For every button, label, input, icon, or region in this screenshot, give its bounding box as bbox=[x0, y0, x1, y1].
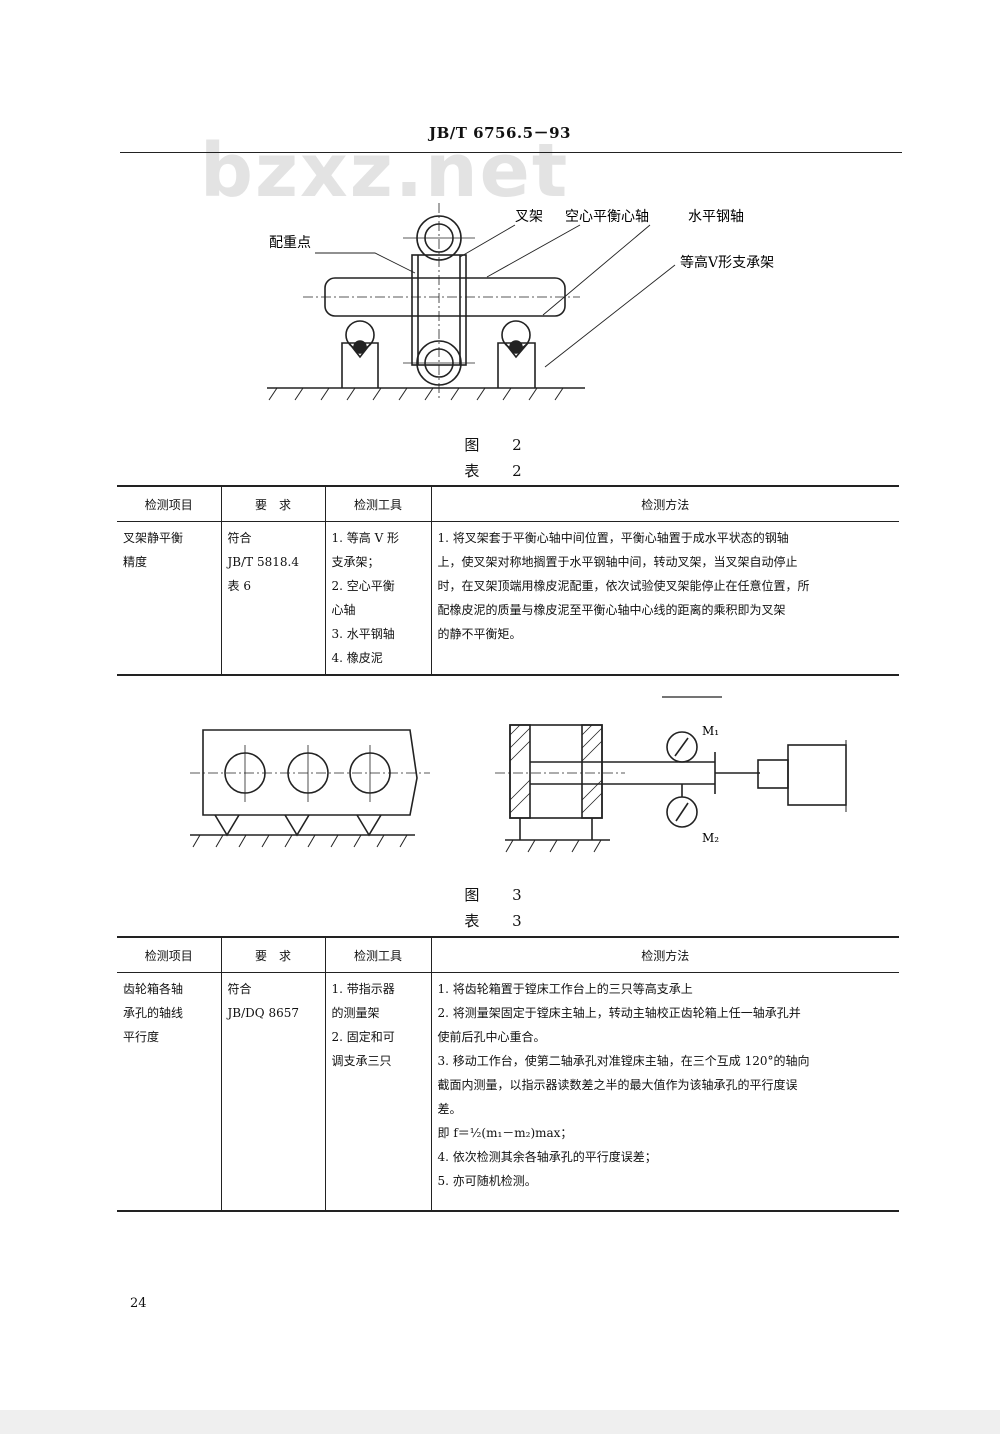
cell-line: 2. 固定和可 bbox=[331, 1030, 395, 1044]
cell-line: 的测量架 bbox=[331, 1006, 380, 1020]
header-item: 检测项目 bbox=[117, 486, 221, 522]
table-2: 检测项目 要 求 检测工具 检测方法 叉架静平衡 精度 符合 JB/T 5818… bbox=[117, 485, 899, 676]
cell-line: 5. 亦可随机检测。 bbox=[437, 1174, 537, 1188]
table-row: 叉架静平衡 精度 符合 JB/T 5818.4 表 6 1. 等高 V 形 支承… bbox=[117, 521, 899, 676]
cell-line: 叉架静平衡 bbox=[123, 531, 184, 545]
watermark: bzxz.net bbox=[200, 128, 570, 214]
header-requirement: 要 求 bbox=[220, 486, 325, 522]
label-steel-shaft: 水平钢轴 bbox=[688, 209, 744, 225]
figure-3-caption: 图 3 bbox=[464, 886, 536, 904]
header-requirement: 要 求 bbox=[220, 937, 325, 973]
cell-line: 差。 bbox=[437, 1102, 462, 1116]
cell-tools: 1. 带指示器 的测量架 2. 固定和可 调支承三只 bbox=[324, 972, 431, 1211]
cell-line: 符合 bbox=[227, 982, 252, 996]
cell-method: 1. 将叉架套于平衡心轴中间位置，平衡心轴置于成水平状态的钢轴 上，使叉架对称地… bbox=[430, 521, 899, 675]
figure-3-drawing: M₁ M₂ bbox=[190, 696, 847, 853]
cell-requirement: 符合 JB/DQ 8657 bbox=[220, 972, 325, 1211]
header-method: 检测方法 bbox=[430, 486, 899, 522]
header-tools: 检测工具 bbox=[324, 937, 431, 973]
cell-line: 3. 水平钢轴 bbox=[331, 627, 395, 641]
figure-2-caption: 图 2 bbox=[464, 436, 536, 454]
cell-line: JB/DQ 8657 bbox=[227, 1006, 299, 1020]
cell-line: 3. 移动工作台，使第二轴承孔对准镗床主轴，在三个互成 120°的轴向 bbox=[437, 1054, 810, 1068]
cell-line: 1. 将叉架套于平衡心轴中间位置，平衡心轴置于成水平状态的钢轴 bbox=[437, 531, 789, 545]
cell-line: 1. 将齿轮箱置于镗床工作台上的三只等高支承上 bbox=[437, 982, 693, 996]
cell-line: 时，在叉架顶端用橡皮泥配重，依次试验使叉架能停止在任意位置，所 bbox=[437, 579, 810, 593]
cell-line: 截面内测量，以指示器读数差之半的最大值作为该轴承孔的平行度误 bbox=[437, 1078, 798, 1092]
header-rule bbox=[120, 152, 902, 153]
standard-number-header: JB/T 6756.5－93 bbox=[429, 124, 571, 142]
cell-line: 平行度 bbox=[123, 1030, 160, 1044]
table-header-row: 检测项目 要 求 检测工具 检测方法 bbox=[117, 486, 899, 522]
table-row: 齿轮箱各轴 承孔的轴线 平行度 符合 JB/DQ 8657 1. 带指示器 的测… bbox=[117, 972, 899, 1211]
header-method: 检测方法 bbox=[430, 937, 899, 973]
cell-line: 4. 橡皮泥 bbox=[331, 651, 383, 665]
cell-line: 齿轮箱各轴 bbox=[123, 982, 184, 996]
cell-line: 使前后孔中心重合。 bbox=[437, 1030, 546, 1044]
label-v-support: 等高V形支承架 bbox=[680, 254, 774, 271]
cell-line: 符合 bbox=[227, 531, 252, 545]
label-hollow-shaft: 空心平衡心轴 bbox=[565, 209, 649, 225]
table-header-row: 检测项目 要 求 检测工具 检测方法 bbox=[117, 937, 899, 973]
cell-item: 叉架静平衡 精度 bbox=[117, 522, 221, 676]
cell-line: 心轴 bbox=[331, 603, 356, 617]
label-m1: M₁ bbox=[702, 724, 719, 738]
cell-line: 配橡皮泥的质量与橡皮泥至平衡心轴中心线的距离的乘积即为叉架 bbox=[437, 603, 786, 617]
cell-line: 4. 依次检测其余各轴承孔的平行度误差； bbox=[437, 1150, 657, 1164]
cell-line: JB/T 5818.4 bbox=[227, 555, 299, 569]
viewer-footer-bar bbox=[0, 1410, 1000, 1434]
cell-line: 表 6 bbox=[227, 579, 251, 593]
header-tools: 检测工具 bbox=[324, 486, 431, 522]
cell-line: 调支承三只 bbox=[331, 1054, 392, 1068]
figure-2-drawing: 配重点 叉架 空心平衡心轴 水平钢轴 等高V形支承架 bbox=[267, 203, 774, 401]
cell-method: 1. 将齿轮箱置于镗床工作台上的三只等高支承上 2. 将测量架固定于镗床主轴上，… bbox=[430, 972, 899, 1211]
table-3: 检测项目 要 求 检测工具 检测方法 齿轮箱各轴 承孔的轴线 平行度 符合 JB… bbox=[117, 936, 899, 1212]
cell-line: 承孔的轴线 bbox=[123, 1006, 184, 1020]
cell-line: 的静不平衡矩。 bbox=[437, 627, 522, 641]
cell-requirement: 符合 JB/T 5818.4 表 6 bbox=[220, 521, 325, 675]
cell-line: 2. 空心平衡 bbox=[331, 579, 395, 593]
formula-line: 即 f＝½(m₁－m₂)max； bbox=[437, 1126, 573, 1140]
cell-line: 1. 带指示器 bbox=[331, 982, 395, 996]
cell-item: 齿轮箱各轴 承孔的轴线 平行度 bbox=[117, 973, 221, 1211]
label-fork: 叉架 bbox=[515, 209, 543, 225]
cell-line: 精度 bbox=[123, 555, 148, 569]
label-m2: M₂ bbox=[702, 831, 719, 845]
table-3-caption: 表 3 bbox=[464, 912, 536, 930]
table-2-caption: 表 2 bbox=[464, 462, 536, 480]
cell-line: 2. 将测量架固定于镗床主轴上，转动主轴校正齿轮箱上任一轴承孔并 bbox=[437, 1006, 801, 1020]
cell-tools: 1. 等高 V 形 支承架； 2. 空心平衡 心轴 3. 水平钢轴 4. 橡皮泥 bbox=[324, 521, 431, 675]
cell-line: 支承架； bbox=[331, 555, 380, 569]
page-number: 24 bbox=[130, 1296, 147, 1311]
header-item: 检测项目 bbox=[117, 937, 221, 973]
label-counterweight: 配重点 bbox=[269, 235, 311, 251]
cell-line: 上，使叉架对称地搁置于水平钢轴中间，转动叉架，当叉架自动停止 bbox=[437, 555, 798, 569]
cell-line: 1. 等高 V 形 bbox=[331, 531, 400, 545]
